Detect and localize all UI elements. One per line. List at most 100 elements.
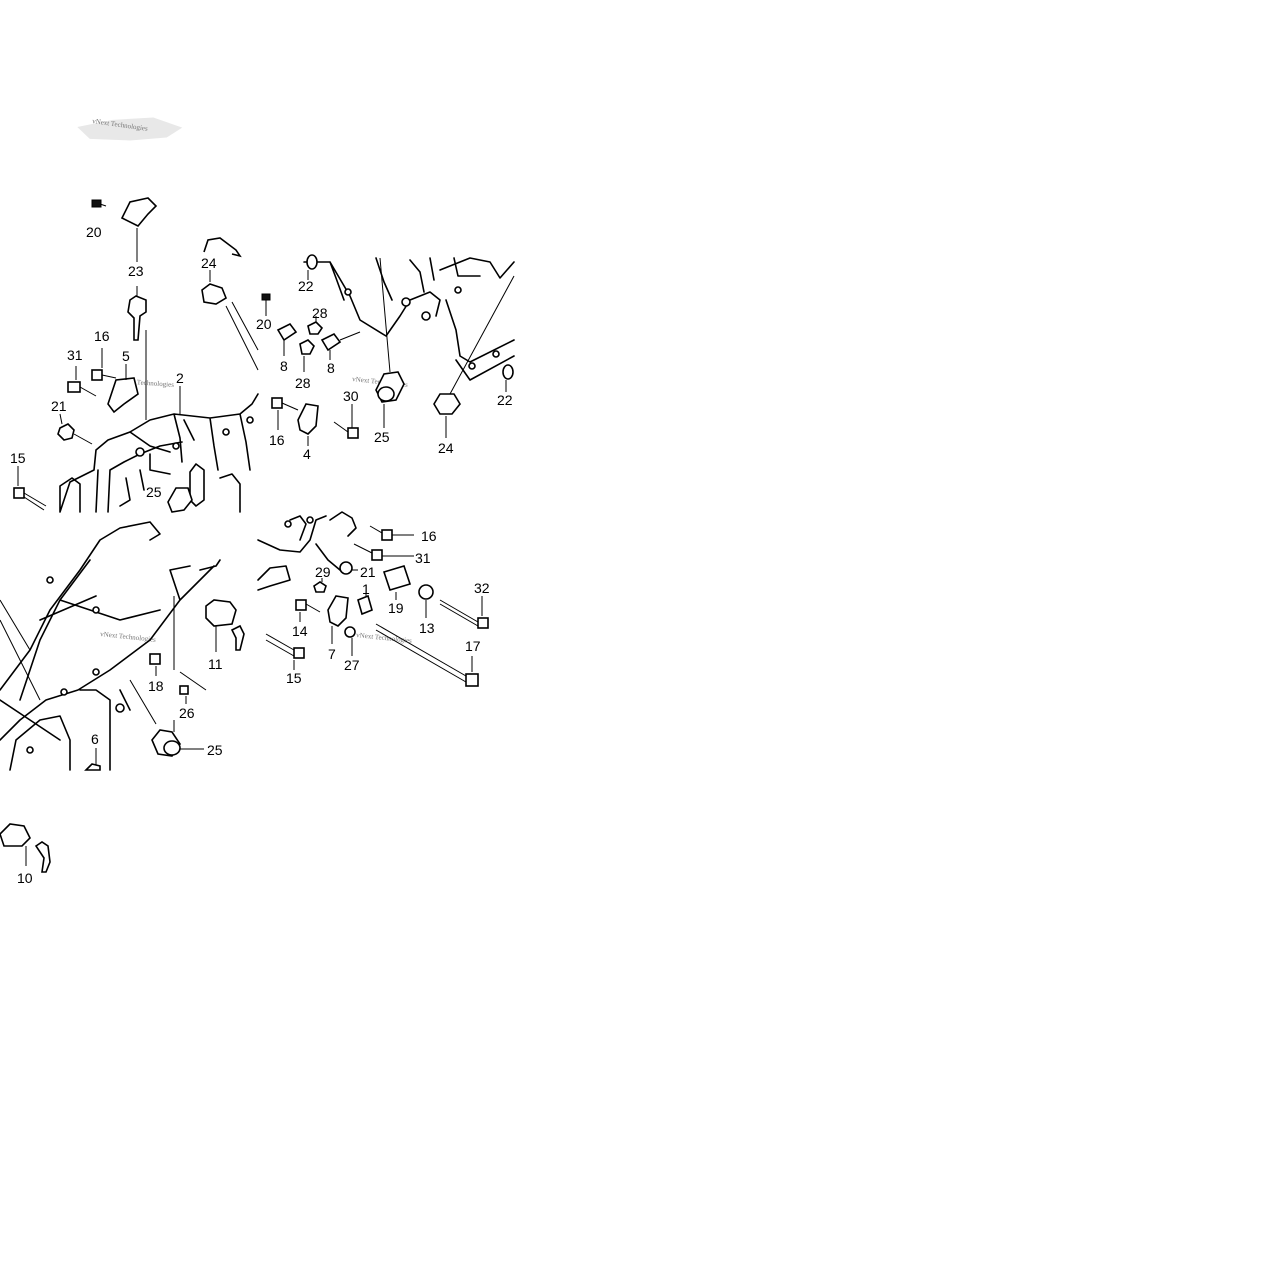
callout-25: 25 <box>374 429 390 445</box>
engine-mount-panel <box>257 511 489 687</box>
bolt-18 <box>149 653 161 665</box>
bolt-30 <box>347 427 359 439</box>
sleeve-19 <box>382 565 412 591</box>
washer-22 <box>502 364 514 380</box>
screw-26 <box>179 685 189 695</box>
callout-22: 22 <box>298 278 314 294</box>
screw-20 <box>91 199 107 208</box>
clamp-25-ring <box>377 386 395 402</box>
callout-24: 24 <box>438 440 454 456</box>
frame-bolt <box>135 447 145 457</box>
switch-23-body <box>127 295 147 341</box>
watermark-lower-right: vNext Technologies <box>356 631 413 645</box>
clamp-25 <box>167 487 193 513</box>
callout-25: 25 <box>207 742 223 758</box>
bolt-31 <box>371 549 383 561</box>
callout-20: 20 <box>86 224 102 240</box>
frame-bolt <box>401 297 411 307</box>
frame-bolt <box>26 746 34 754</box>
bolt-16 <box>91 348 117 381</box>
bracket-4 <box>297 403 319 435</box>
callout-8: 8 <box>280 358 288 374</box>
nut-27 <box>344 626 356 638</box>
bolt-14 <box>295 599 307 611</box>
callout-24: 24 <box>201 255 217 271</box>
callout-28: 28 <box>295 375 311 391</box>
frame-bolt <box>468 362 476 370</box>
frame-bolt <box>284 520 292 528</box>
callout-8: 8 <box>327 360 335 376</box>
callout-16: 16 <box>421 528 437 544</box>
nut-28 <box>307 321 324 335</box>
cover-23 <box>120 197 158 227</box>
nut-21 <box>339 561 353 575</box>
callout-6: 6 <box>91 731 99 747</box>
callout-15: 15 <box>286 670 302 686</box>
callout-21: 21 <box>51 398 67 414</box>
callout-18: 18 <box>148 678 164 694</box>
mount-frame <box>257 511 357 591</box>
clamp-24-body <box>201 283 227 305</box>
frame-bolt <box>222 428 230 436</box>
callout-1: 1 <box>362 581 370 597</box>
collar-1 <box>357 594 373 616</box>
lower-frame <box>0 521 221 771</box>
frame-lower-panel <box>0 521 245 771</box>
bracket-5 <box>107 377 139 414</box>
callout-10: 10 <box>17 870 33 886</box>
plate-7 <box>327 595 349 627</box>
nut-28 <box>299 339 315 355</box>
frame-bolt <box>492 350 500 358</box>
callout-labels: 20 23 24 16 31 5 2 21 15 25 22 20 28 28 … <box>10 224 513 886</box>
frame-bolt <box>421 311 431 321</box>
collar-8 <box>320 332 342 352</box>
callout-25: 25 <box>146 484 162 500</box>
frame-bolt <box>92 668 100 676</box>
clamp-24 <box>433 393 461 415</box>
watermark-top: vNext Technologies <box>77 117 183 141</box>
callout-5: 5 <box>122 348 130 364</box>
callout-4: 4 <box>303 446 311 462</box>
bracket-6 <box>84 763 101 771</box>
callout-13: 13 <box>419 620 435 636</box>
frame-bolt <box>60 688 68 696</box>
bolt-17 <box>465 673 479 687</box>
bolt-16 <box>271 397 283 409</box>
callout-21: 21 <box>360 564 376 580</box>
callout-29: 29 <box>315 564 331 580</box>
rear-frame <box>303 257 515 381</box>
callout-11: 11 <box>208 656 223 672</box>
bolt-32 <box>477 617 489 629</box>
callout-23: 23 <box>128 263 144 279</box>
bolt-31 <box>67 366 97 397</box>
callout-16: 16 <box>94 328 110 344</box>
bolt-16 <box>381 529 393 541</box>
lock-cylinder-10 <box>0 823 31 847</box>
callout-31: 31 <box>415 550 431 566</box>
washer-22 <box>306 254 318 270</box>
key-set-10 <box>0 823 51 873</box>
nut-29 <box>313 581 327 593</box>
callout-26: 26 <box>179 705 195 721</box>
svg-text:vNext Technologies: vNext Technologies <box>356 631 413 645</box>
clamp-25-ring <box>163 740 181 756</box>
frame-front-panel <box>13 197 259 513</box>
screw-20 <box>261 293 271 301</box>
frame-bolt <box>454 286 462 294</box>
callout-20: 20 <box>256 316 272 332</box>
callout-30: 30 <box>343 388 359 404</box>
lock-11 <box>205 599 237 627</box>
main-frame <box>59 393 259 513</box>
callout-16: 16 <box>269 432 285 448</box>
callout-15: 15 <box>10 450 26 466</box>
callout-19: 19 <box>388 600 404 616</box>
frame-bolt <box>306 516 314 524</box>
callout-22: 22 <box>497 392 513 408</box>
frame-bolt <box>46 576 54 584</box>
callout-31: 31 <box>67 347 83 363</box>
callout-28: 28 <box>312 305 328 321</box>
key-10 <box>34 841 51 873</box>
frame-bolt <box>344 288 352 296</box>
frame-bolt <box>246 416 254 424</box>
